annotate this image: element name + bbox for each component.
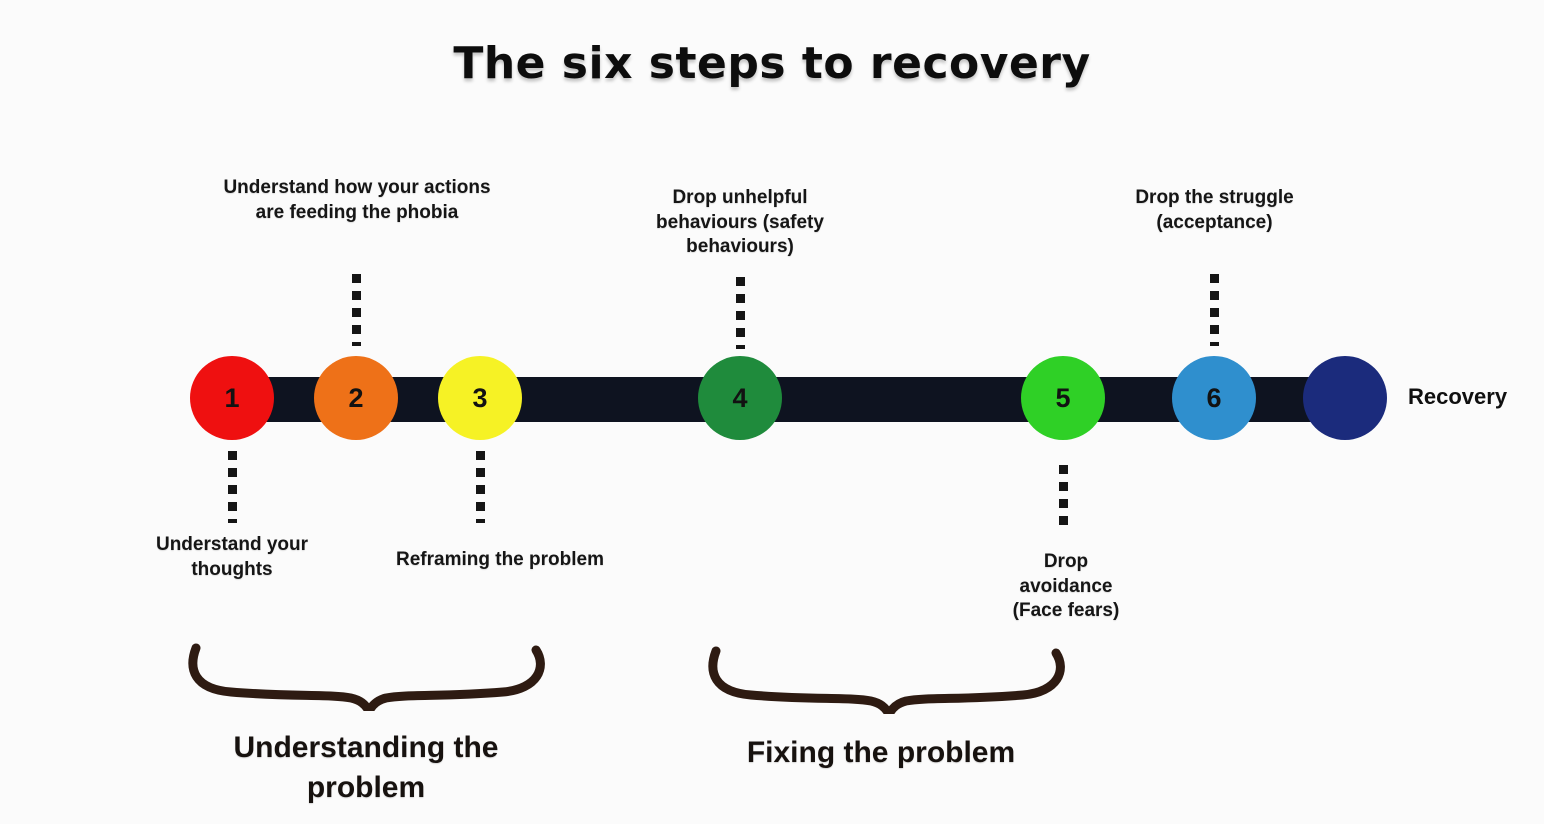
connector-above-step-6 xyxy=(1210,274,1219,346)
step-number-2: 2 xyxy=(348,382,364,413)
step-number-4: 4 xyxy=(732,382,748,413)
step-number-3: 3 xyxy=(472,382,488,413)
connector-above-step-4 xyxy=(736,277,745,349)
step-number-6: 6 xyxy=(1206,382,1222,413)
connector-below-step-1 xyxy=(228,451,237,523)
connector-above-step-2 xyxy=(352,274,361,346)
step-label-6: Drop the struggle (acceptance) xyxy=(1135,187,1294,233)
step-circle-5: 5 xyxy=(1021,356,1105,440)
step-number-1: 1 xyxy=(224,382,240,413)
brace-understanding xyxy=(188,643,545,711)
brace-understanding-path xyxy=(188,643,545,711)
timeline-bar xyxy=(230,377,1346,422)
step-circle-3: 3 xyxy=(438,356,522,440)
step-circle-1: 1 xyxy=(190,356,274,440)
step-label-4: Drop unhelpful behaviours (safety behavi… xyxy=(656,187,824,258)
step-label-3: Reframing the problem xyxy=(396,549,604,570)
recovery-circle xyxy=(1303,356,1387,440)
step-label-5: Drop avoidance (Face fears) xyxy=(1012,551,1120,622)
group-label-fixing: Fixing the problem xyxy=(746,736,1016,769)
recovery-label: Recovery xyxy=(1408,384,1508,409)
group-label-understanding: Understanding the problem xyxy=(233,731,499,804)
step-circle-2: 2 xyxy=(314,356,398,440)
step-number-5: 5 xyxy=(1055,382,1071,413)
brace-fixing-path xyxy=(708,646,1065,714)
step-circle-4: 4 xyxy=(698,356,782,440)
connector-below-step-3 xyxy=(476,451,485,523)
step-circle-6: 6 xyxy=(1172,356,1256,440)
step-label-2: Understand how your actions are feeding … xyxy=(223,177,491,223)
page-title: The six steps to recovery xyxy=(453,38,1091,89)
step-label-1: Understand your thoughts xyxy=(155,534,309,580)
connector-below-step-5 xyxy=(1059,465,1068,533)
brace-fixing xyxy=(708,646,1065,714)
